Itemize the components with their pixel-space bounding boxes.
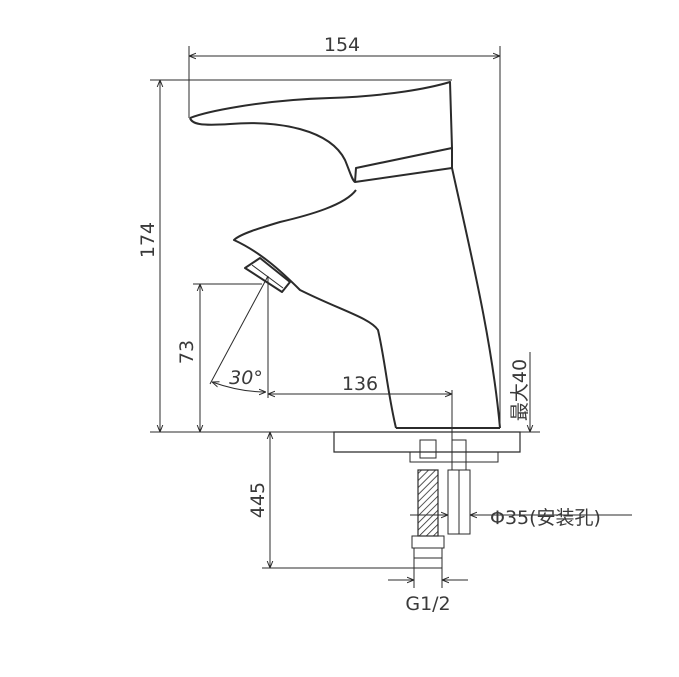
spout-reach-label: 136 bbox=[342, 373, 378, 395]
total-height-label: 174 bbox=[137, 222, 159, 258]
supply-hose bbox=[411, 439, 445, 569]
width-label: 154 bbox=[324, 34, 360, 56]
dimension-spout-angle: 30° bbox=[209, 275, 269, 398]
max-deck-label: 最大40 bbox=[509, 359, 531, 421]
hose-length-label: 445 bbox=[247, 482, 269, 518]
thread-label: G1/2 bbox=[405, 593, 450, 615]
dimension-spout-reach: 136 bbox=[268, 373, 453, 460]
dimension-thread: G1/2 bbox=[388, 568, 468, 615]
faucet-body bbox=[189, 81, 501, 429]
deck-plate bbox=[333, 431, 521, 463]
dimension-max-deck: 最大40 bbox=[509, 352, 540, 433]
dimension-total-height: 174 bbox=[137, 79, 452, 433]
spout-height-label: 73 bbox=[176, 340, 198, 364]
dimension-hose-length: 445 bbox=[247, 432, 414, 569]
dimension-width: 154 bbox=[188, 34, 501, 428]
dimension-spout-height: 73 bbox=[176, 283, 262, 432]
mount-hole-label: Φ35(安装孔) bbox=[490, 507, 601, 529]
mounting-stud bbox=[447, 439, 471, 535]
dimension-mount-hole: Φ35(安装孔) bbox=[410, 507, 632, 529]
spout-angle-label: 30° bbox=[229, 367, 263, 389]
